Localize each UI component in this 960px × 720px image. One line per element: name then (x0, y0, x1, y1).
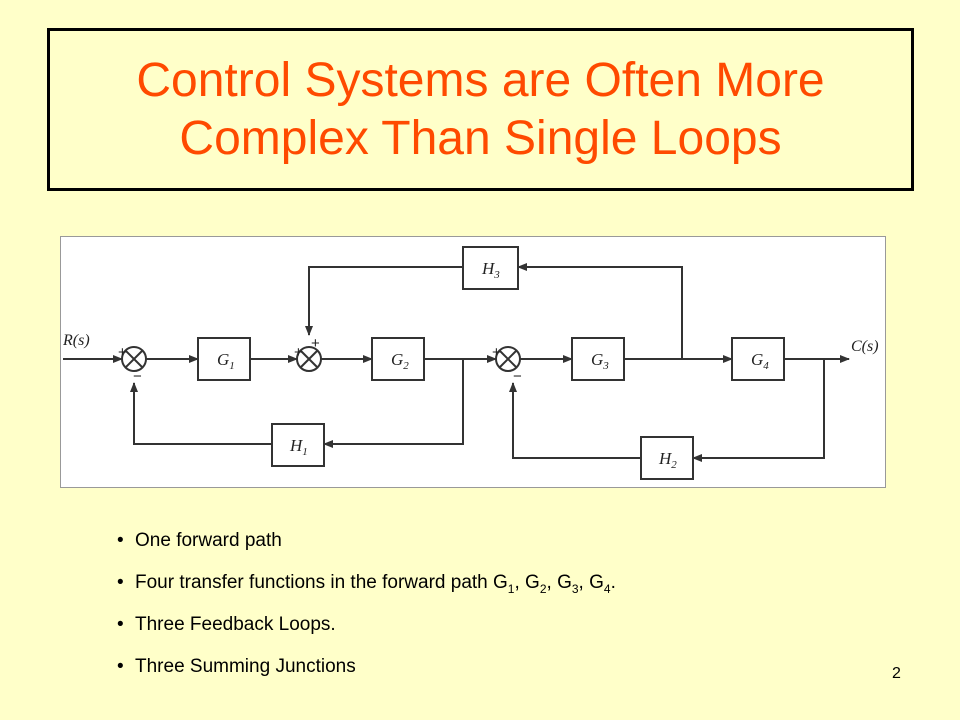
title-line-1: Control Systems are Often More (136, 53, 825, 107)
block-h1 (271, 423, 325, 467)
summing-junction-1 (121, 346, 147, 372)
bullet-summing-junctions: • Three Summing Junctions (117, 656, 356, 677)
sign-sum3-plus: + (492, 344, 501, 361)
title-box: Control Systems are Often More Complex T… (47, 28, 914, 191)
sign-sum1-minus: − (133, 368, 142, 385)
bullet-dot: • (117, 572, 124, 593)
label-g3: G3 (591, 350, 609, 372)
sign-sum1-plus: + (118, 344, 127, 361)
block-h3 (462, 246, 519, 290)
label-g1: G1 (217, 350, 235, 372)
label-g2: G2 (391, 350, 409, 372)
label-h2: H2 (658, 449, 677, 471)
h2-feedback-in (692, 359, 825, 462)
summing-junction-2 (296, 346, 322, 372)
h1-feedback-in (323, 359, 464, 448)
input-label-rs: R(s) (62, 332, 90, 349)
bullet-dot: • (117, 614, 124, 635)
sign-sum2-plus-top: + (311, 335, 320, 352)
bullet-list: • One forward path • Four transfer funct… (117, 530, 616, 698)
page-number: 2 (892, 665, 901, 682)
block-g3 (571, 337, 625, 381)
summing-junction-3 (495, 346, 521, 372)
h3-feedback-in (517, 263, 683, 359)
sign-sum2-plus-left: + (294, 344, 303, 361)
bullet-feedback-loops: • Three Feedback Loops. (117, 614, 336, 635)
block-g2 (371, 337, 425, 381)
bullet-transfer-functions: • Four transfer functions in the forward… (117, 572, 616, 596)
label-g4: G4 (751, 350, 769, 372)
output-label-cs: C(s) (851, 338, 879, 355)
block-g1 (197, 337, 251, 381)
sign-sum3-minus: − (513, 368, 522, 385)
block-g4 (731, 337, 785, 381)
bullet-dot: • (117, 656, 124, 677)
block-h2 (640, 436, 694, 480)
h3-feedback-out (305, 266, 463, 336)
bullet-forward-path: • One forward path (117, 530, 282, 551)
h2-feedback-out (509, 382, 641, 459)
label-h1: H1 (289, 436, 308, 458)
label-h3: H3 (481, 259, 500, 281)
h1-feedback-out (130, 382, 272, 445)
title-line-2: Complex Than Single Loops (179, 111, 782, 165)
bullet-dot: • (117, 530, 124, 551)
block-diagram: G1 G2 G3 G4 H3 H1 H2 R(s) C(s) + − + + +… (60, 236, 886, 488)
